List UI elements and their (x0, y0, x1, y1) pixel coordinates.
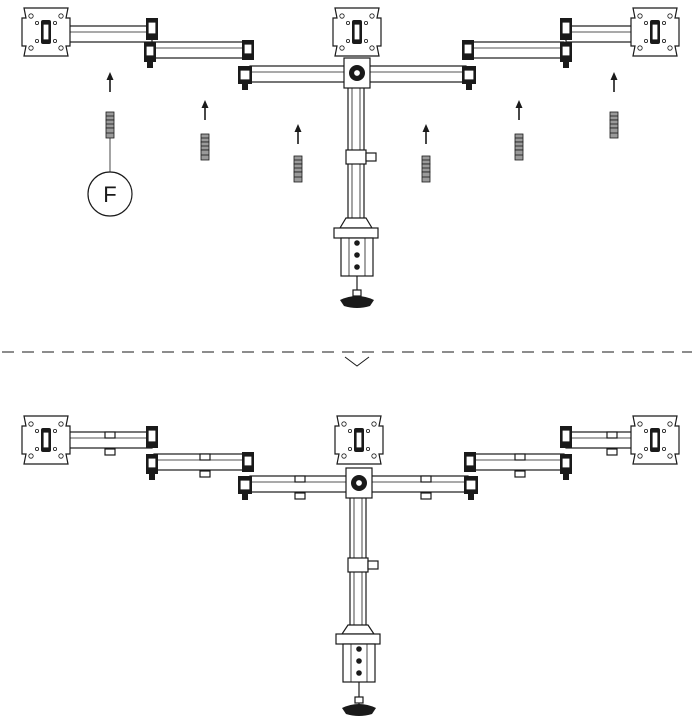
arm-right-middle (469, 41, 565, 59)
clamp-knob (340, 296, 374, 308)
arm-right-inner (365, 65, 467, 83)
callout-f: F (87, 138, 133, 217)
vesa-plate-right (630, 415, 680, 465)
cable-clip (105, 111, 115, 139)
arrow-icon (609, 71, 619, 93)
cable-clip (200, 133, 210, 161)
clamp-knob (342, 704, 376, 716)
arm-left-middle (151, 41, 247, 59)
step-divider (2, 351, 692, 367)
cable-clip (421, 155, 431, 183)
cable-clip (609, 111, 619, 139)
arm-left-outer (59, 25, 153, 43)
clamp-top (333, 227, 379, 239)
vesa-plate-center (334, 415, 384, 465)
vesa-plate-right (630, 7, 680, 57)
bottom-assembly (21, 415, 680, 716)
arrow-icon (421, 123, 431, 145)
arrow-icon (200, 99, 210, 121)
vesa-plate-left (21, 415, 71, 465)
arm-left-inner (249, 65, 349, 83)
cable-clip (293, 155, 303, 183)
arrow-icon (514, 99, 524, 121)
vesa-plate-left (21, 7, 71, 57)
cable-clip (514, 133, 524, 161)
callout-label: F (103, 182, 116, 207)
arrow-icon (105, 71, 115, 93)
vesa-plate-center (332, 7, 382, 57)
arrow-icon (293, 123, 303, 145)
top-assembly (21, 7, 680, 308)
pole-collar (345, 149, 367, 165)
